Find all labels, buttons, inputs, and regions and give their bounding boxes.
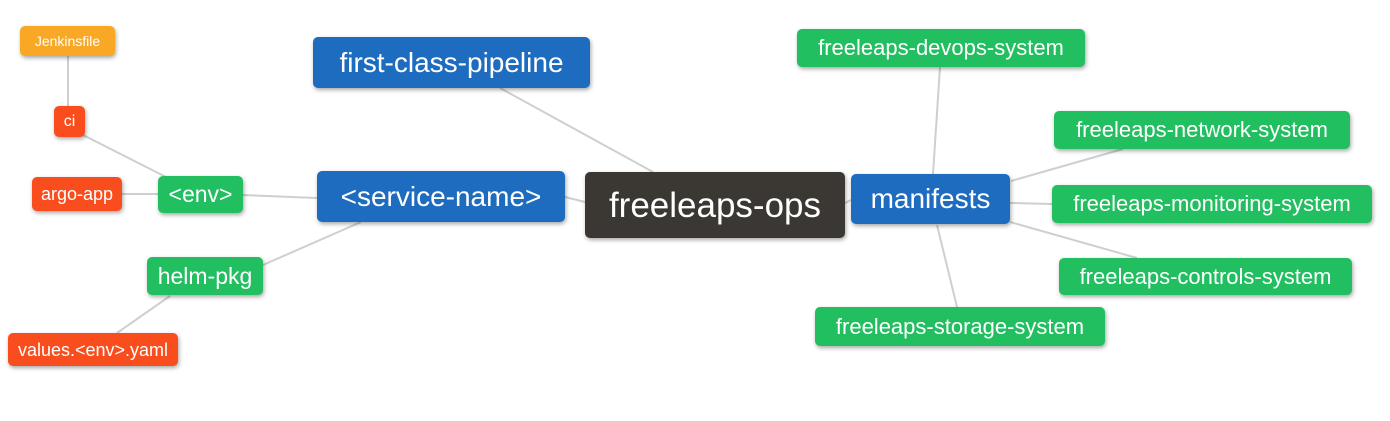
node-env[interactable]: <env>: [158, 176, 243, 213]
edge-env-to-service-name: [242, 194, 318, 199]
node-first-class-pipeline[interactable]: first-class-pipeline: [313, 37, 590, 88]
edge-helm-pkg-to-service-name: [262, 221, 362, 266]
node-ci[interactable]: ci: [54, 106, 85, 137]
edge-manifests-to-freeleaps-controls-system: [1009, 221, 1138, 259]
node-freeleaps-ops[interactable]: freeleaps-ops: [585, 172, 845, 238]
node-freeleaps-network-system[interactable]: freeleaps-network-system: [1054, 111, 1350, 149]
node-freeleaps-storage-system[interactable]: freeleaps-storage-system: [815, 307, 1105, 346]
node-freeleaps-controls-system[interactable]: freeleaps-controls-system: [1059, 258, 1352, 295]
node-helm-pkg[interactable]: helm-pkg: [147, 257, 263, 295]
edge-manifests-to-freeleaps-storage-system: [936, 224, 958, 308]
edge-freeleaps-ops-to-manifests: [844, 199, 852, 204]
edge-values-env-yaml-to-helm-pkg: [116, 295, 171, 334]
node-manifests[interactable]: manifests: [851, 174, 1010, 224]
edge-manifests-to-freeleaps-network-system: [1010, 148, 1124, 182]
node-values-env-yaml[interactable]: values.<env>.yaml: [8, 333, 178, 366]
node-freeleaps-monitoring-system[interactable]: freeleaps-monitoring-system: [1052, 185, 1372, 223]
edge-service-name-to-freeleaps-ops: [564, 196, 586, 203]
node-argo-app[interactable]: argo-app: [32, 177, 122, 211]
edge-manifests-to-freeleaps-devops-system: [932, 66, 941, 175]
edge-ci-to-env: [82, 134, 167, 178]
edge-first-class-pipeline-to-freeleaps-ops: [499, 87, 654, 173]
node-service-name[interactable]: <service-name>: [317, 171, 565, 222]
node-jenkinsfile[interactable]: Jenkinsfile: [20, 26, 115, 56]
edge-manifests-to-freeleaps-monitoring-system: [1009, 202, 1053, 205]
node-freeleaps-devops-system[interactable]: freeleaps-devops-system: [797, 29, 1085, 67]
